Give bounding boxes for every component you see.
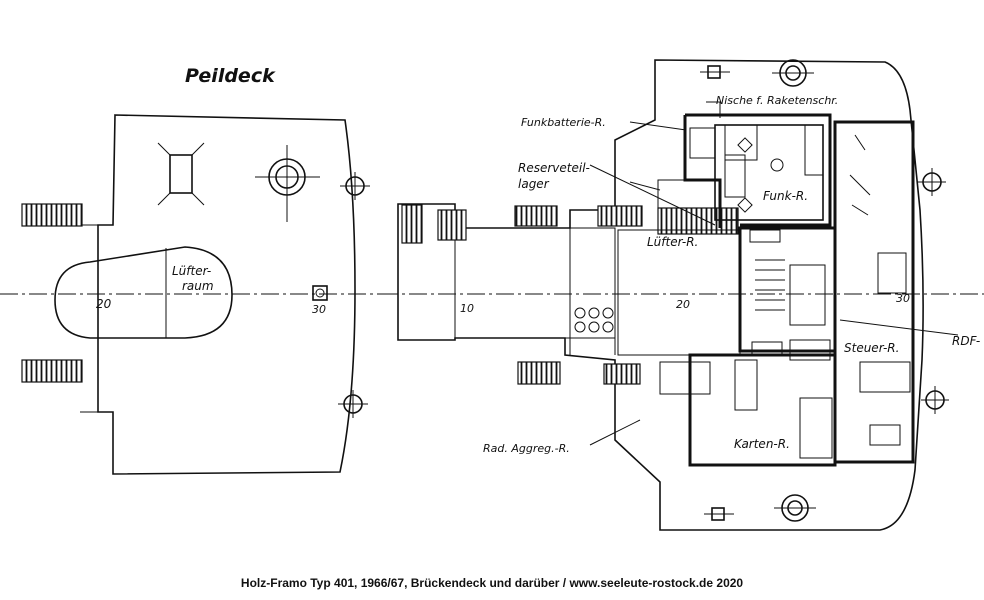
karten-room-walls — [688, 353, 837, 467]
label-karten-r: Karten-R. — [734, 437, 790, 451]
peildeck-title: Peildeck — [185, 65, 276, 87]
frame-30-right: 30 — [896, 292, 910, 305]
label-reserveteil-line2: lager — [518, 177, 550, 191]
label-rad-aggreg-r: Rad. Aggreg.-R. — [483, 442, 570, 455]
label-steuer-r: Steuer-R. — [844, 341, 899, 355]
frame-20-left: 20 — [96, 297, 112, 311]
label-reserveteil-line1: Reserveteil- — [518, 161, 590, 175]
vent-stack-lower — [21, 359, 83, 383]
room-luefterraum-line2: raum — [182, 279, 214, 293]
right-side-light-lower — [921, 386, 949, 414]
label-nische: Nische f. Raketenschr. — [716, 94, 838, 107]
luefterraum-bay — [54, 246, 233, 339]
label-luefter-r: Lüfter-R. — [647, 235, 698, 249]
right-side-light-upper — [918, 168, 946, 196]
mast-symbol — [255, 145, 320, 222]
vent-stack-upper — [21, 203, 83, 227]
label-funk-r: Funk-R. — [763, 189, 808, 203]
figure-caption: Holz-Framo Typ 401, 1966/67, Brückendeck… — [240, 576, 744, 590]
nav-light-upper — [700, 65, 730, 79]
room-luefterraum-line1: Lüfter- — [172, 264, 211, 278]
brueckendeck-plan: 10 20 30 — [380, 59, 984, 531]
side-light-upper — [340, 172, 370, 200]
bottom-mast-symbol — [774, 494, 816, 522]
peildeck-plan: Peildeck Lüfter- raum 20 30 — [0, 65, 380, 475]
frame-10-right: 10 — [460, 302, 474, 315]
nav-light-lower — [704, 507, 734, 521]
label-funkbatterie: Funkbatterie-R. — [521, 116, 606, 129]
bridge-deck-outline — [397, 59, 924, 531]
label-rdf: RDF- — [952, 334, 980, 348]
battery-cells — [574, 307, 614, 333]
peildeck-outline — [97, 114, 356, 475]
ventilator-symbol — [157, 142, 205, 206]
top-mast-symbol — [772, 59, 814, 87]
frame-20-right: 20 — [676, 298, 690, 311]
side-light-lower — [338, 390, 368, 418]
frame-30-left: 30 — [312, 303, 326, 316]
